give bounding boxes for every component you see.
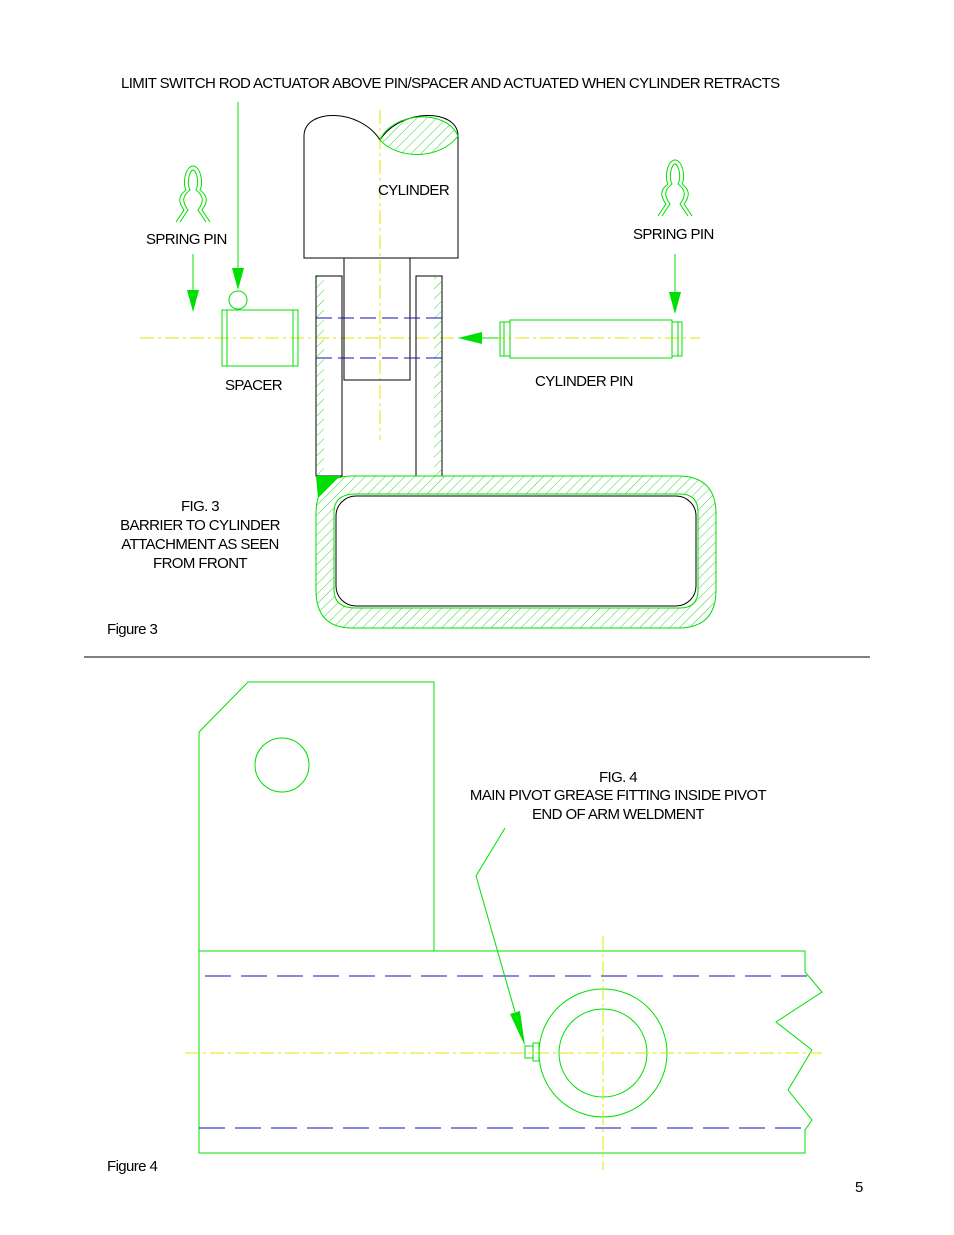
grease-fitting-leader	[475, 827, 525, 1046]
spacer	[221, 309, 299, 367]
fig3-caption-line4: FROM FRONT	[153, 555, 248, 572]
cylinder-pin-arrow	[458, 332, 498, 344]
cylinder-hatched-cap	[379, 116, 459, 155]
cylinder-label: CYLINDER	[378, 182, 450, 199]
spring-pin-left-arrow	[187, 254, 199, 312]
spacer-label: SPACER	[225, 377, 283, 394]
spring-pin-right-label: SPRING PIN	[633, 226, 714, 243]
spring-pin-right-arrow	[669, 254, 681, 314]
clevis	[315, 257, 443, 477]
limit-switch-leader	[232, 102, 244, 290]
plate-hole	[254, 737, 310, 793]
arm-weldment	[198, 950, 823, 1154]
figure-3-drawing	[140, 102, 717, 629]
fig3-center-lines	[140, 110, 700, 440]
fig4-caption-line3: END OF ARM WELDMENT	[532, 806, 705, 823]
fig4-caption-line2: MAIN PIVOT GREASE FITTING INSIDE PIVOT	[469, 787, 767, 804]
barrier-tube	[315, 475, 717, 629]
mount-plate	[198, 681, 435, 951]
cylinder-pin-label: CYLINDER PIN	[535, 373, 633, 390]
spring-pin-left-label: SPRING PIN	[146, 231, 227, 248]
fig3-caption-line2: BARRIER TO CYLINDER	[120, 517, 280, 534]
fig3-caption-line1: FIG. 3	[180, 498, 220, 515]
figure-4-label: Figure 4	[107, 1158, 158, 1175]
figure-3-label: Figure 3	[107, 621, 158, 638]
limit-switch-note: LIMIT SWITCH ROD ACTUATOR ABOVE PIN/SPAC…	[121, 75, 780, 92]
fig4-hidden-lines	[199, 975, 808, 1129]
grease-fitting	[524, 1042, 540, 1062]
spring-pin-right-icon	[657, 159, 693, 217]
spring-pin-left-icon	[175, 165, 211, 223]
figure-4-drawing	[185, 681, 823, 1170]
fig4-center-lines	[185, 936, 822, 1170]
fig4-caption-line1: FIG. 4	[598, 769, 638, 786]
clevis-hatched-sides	[316, 276, 442, 476]
cylinder-pin	[499, 319, 683, 359]
limit-switch-actuator	[228, 290, 248, 310]
page-number: 5	[855, 1179, 863, 1196]
fig3-caption-line3: ATTACHMENT AS SEEN	[121, 536, 279, 553]
